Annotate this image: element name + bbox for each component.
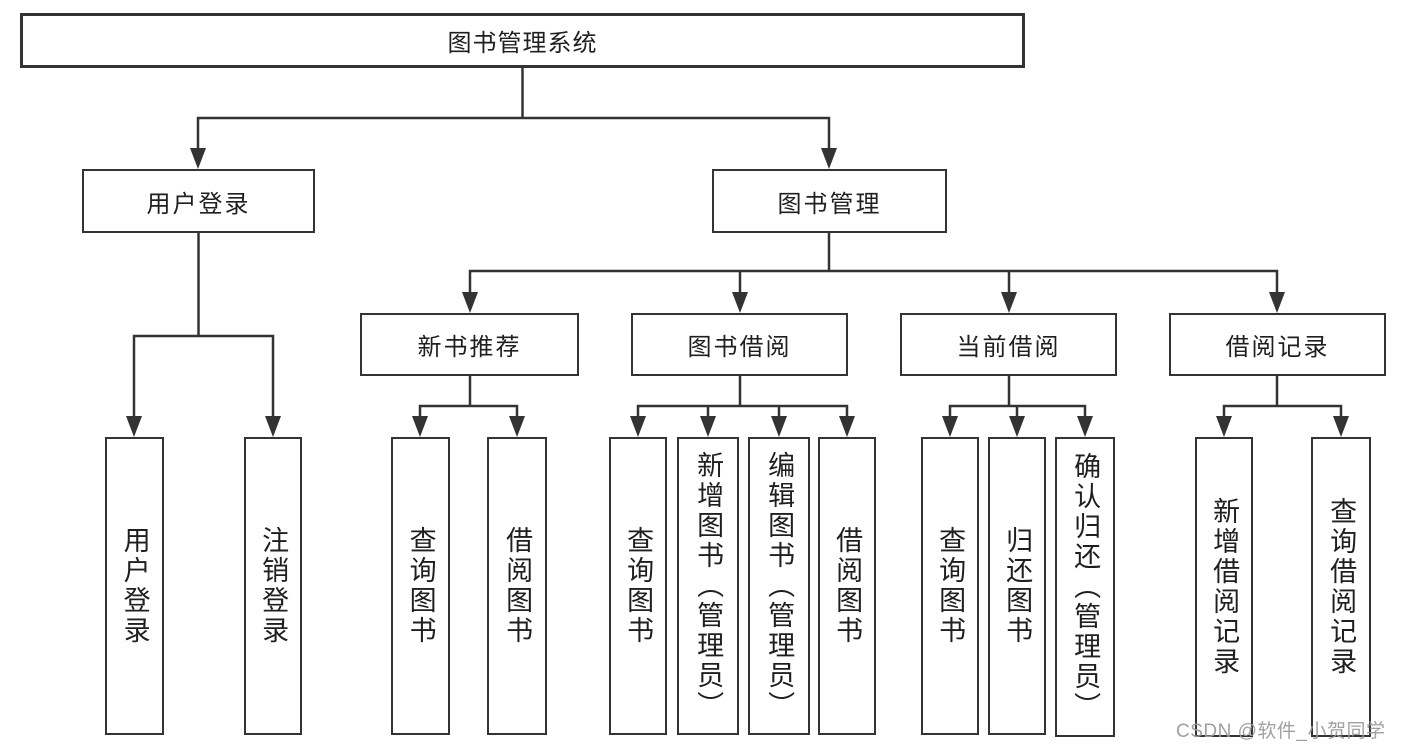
node-label: 新书推荐 xyxy=(417,334,522,361)
leaf-user-login: 用户登录 xyxy=(105,437,164,735)
leaf-borrow-books-recommend: 借阅图书 xyxy=(487,437,547,735)
leaf-query-books-current: 查询图书 xyxy=(921,437,979,735)
leaf-label: 编辑图书（管理员） xyxy=(764,451,795,721)
node-borrowing-records: 借阅记录 xyxy=(1169,313,1386,376)
leaf-label: 查询图书 xyxy=(405,526,436,646)
csdn-watermark: CSDN @软件_小贺同学 xyxy=(1176,721,1386,742)
node-book-borrowing: 图书借阅 xyxy=(631,313,848,376)
leaf-return-books: 归还图书 xyxy=(988,437,1046,735)
leaf-label: 借阅图书 xyxy=(832,526,863,646)
node-label: 图书管理 xyxy=(777,190,882,218)
leaf-label: 归还图书 xyxy=(1002,526,1033,646)
leaf-label: 借阅图书 xyxy=(502,526,533,646)
leaf-label: 查询借阅记录 xyxy=(1326,497,1357,677)
leaf-label: 新增借阅记录 xyxy=(1209,497,1240,677)
leaf-label: 查询图书 xyxy=(935,526,966,646)
leaf-query-borrow-record: 查询借阅记录 xyxy=(1311,437,1371,737)
node-new-book-recommend: 新书推荐 xyxy=(360,313,579,376)
leaf-label: 注销登录 xyxy=(258,526,289,646)
leaf-label: 用户登录 xyxy=(119,526,150,646)
node-label: 用户登录 xyxy=(146,190,251,218)
leaf-borrow-books: 借阅图书 xyxy=(818,437,876,735)
node-user-login-branch: 用户登录 xyxy=(82,169,315,233)
leaf-label: 新增图书（管理员） xyxy=(693,451,724,721)
node-current-borrowing: 当前借阅 xyxy=(900,313,1117,376)
node-label: 图书借阅 xyxy=(687,334,792,361)
node-book-management-branch: 图书管理 xyxy=(712,169,947,233)
leaf-label: 确认归还（管理员） xyxy=(1070,452,1101,722)
leaf-add-borrow-record: 新增借阅记录 xyxy=(1195,437,1253,737)
leaf-add-books-admin: 新增图书（管理员） xyxy=(677,437,739,735)
leaf-query-books-recommend: 查询图书 xyxy=(391,437,450,735)
leaf-logout: 注销登录 xyxy=(244,437,302,735)
leaf-edit-books-admin: 编辑图书（管理员） xyxy=(748,437,810,735)
node-label: 当前借阅 xyxy=(956,334,1061,361)
node-root: 图书管理系统 xyxy=(20,13,1025,68)
node-root-label: 图书管理系统 xyxy=(447,30,598,57)
node-label: 借阅记录 xyxy=(1225,334,1330,361)
leaf-query-books-borrowing: 查询图书 xyxy=(609,437,667,735)
leaf-label: 查询图书 xyxy=(623,526,654,646)
leaf-confirm-return-admin: 确认归还（管理员） xyxy=(1055,437,1115,737)
